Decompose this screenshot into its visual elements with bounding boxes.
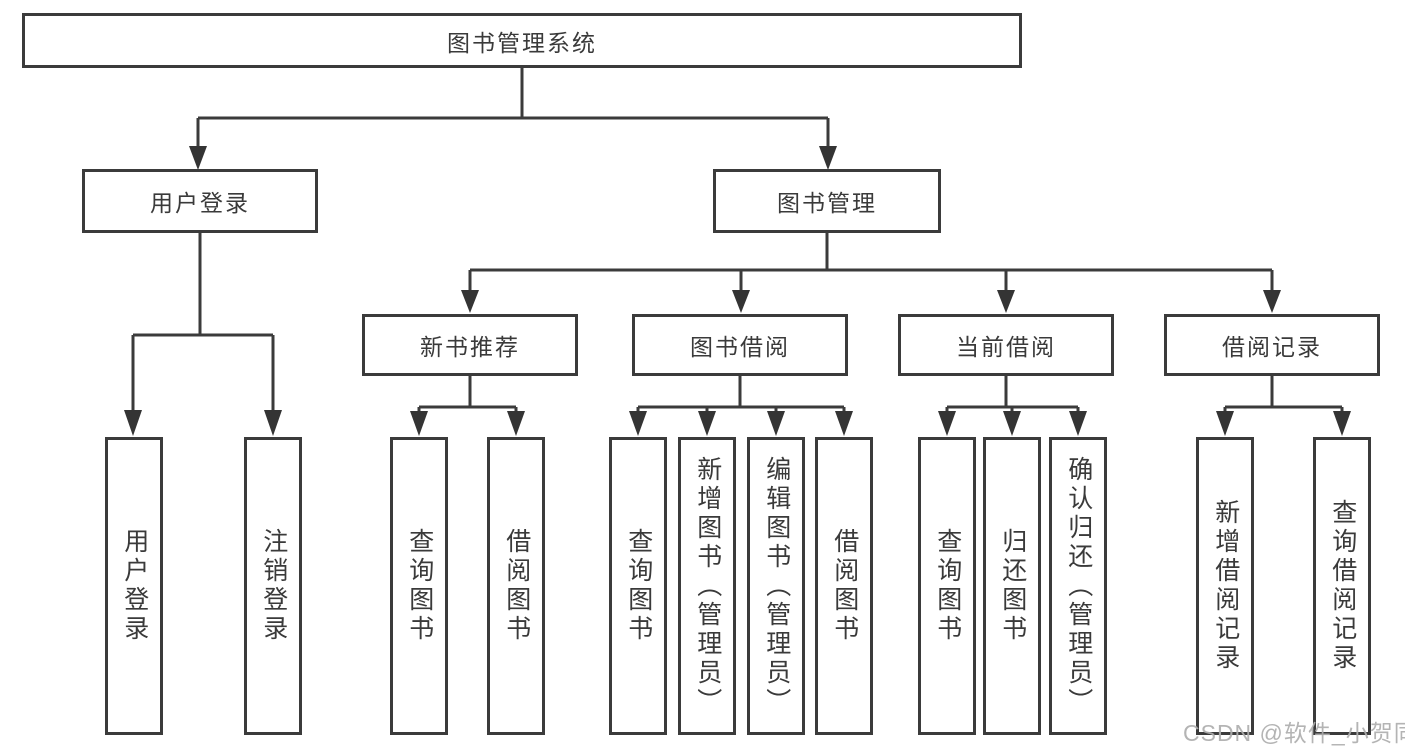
arrowhead [264,410,282,436]
arrowhead [507,411,525,436]
node-label: 图书管理 [777,190,877,216]
arrowhead [189,146,207,170]
node-library-management-system: 图书管理系统 [22,13,1022,68]
watermark: CSDN @软件_小贺同学 [1183,720,1405,746]
node-label: 查询图书 [405,528,434,644]
leaf-add-borrow-record: 新增借阅记录 [1196,437,1254,735]
arrowhead [1003,411,1021,436]
node-label: 借阅图书 [502,528,531,644]
arrowhead [1333,411,1351,436]
leaf-return-books: 归还图书 [983,437,1041,735]
arrowhead [1216,411,1234,436]
connector-book-management-split [468,233,1274,290]
leaf-user-login: 用户登录 [105,437,163,735]
node-current-borrowing: 当前借阅 [898,314,1114,376]
arrowhead [410,411,428,436]
node-label: 图书管理系统 [447,29,597,56]
node-book-management: 图书管理 [713,169,941,233]
leaf-confirm-return-admin: 确认归还（管理员） [1049,437,1107,735]
node-label: 用户登录 [120,528,149,644]
node-label: 查询图书 [624,528,653,644]
node-label: 新增图书（管理员） [693,455,722,717]
arrowhead [835,411,853,436]
connector-new-book-split [417,376,518,412]
node-label: 查询借阅记录 [1328,499,1357,673]
node-label: 归还图书 [998,528,1027,644]
connector-current-borrow-split [945,376,1080,412]
leaf-edit-book-admin: 编辑图书（管理员） [747,437,805,735]
leaf-borrow-books: 借阅图书 [815,437,873,735]
connector-root-split [196,66,830,147]
leaf-query-books-current: 查询图书 [918,437,976,735]
leaf-query-borrow-record: 查询借阅记录 [1313,437,1371,735]
node-label: 查询图书 [933,528,962,644]
leaf-query-books-borrow: 查询图书 [609,437,667,735]
node-new-book-recommendation: 新书推荐 [362,314,578,376]
node-label: 借阅记录 [1222,334,1322,360]
connector-user-login-split [131,233,275,410]
node-label: 图书借阅 [690,334,790,360]
arrowhead [767,411,785,436]
node-label: 注销登录 [259,528,288,644]
node-label: 确认归还（管理员） [1064,455,1093,717]
leaf-query-books-recommend: 查询图书 [390,437,448,735]
node-user-login: 用户登录 [82,169,318,233]
node-label: 借阅图书 [830,528,859,644]
connector-borrow-records-split [1223,376,1344,412]
arrowhead [732,290,750,313]
leaf-logout: 注销登录 [244,437,302,735]
arrowhead [629,411,647,436]
arrowhead [698,411,716,436]
connector-book-borrow-split [636,376,846,412]
node-label: 新增借阅记录 [1211,499,1240,673]
node-book-borrowing: 图书借阅 [632,314,848,376]
arrowhead [938,411,956,436]
node-label: 新书推荐 [420,334,520,360]
arrowhead [461,290,479,313]
arrowhead [1263,290,1281,313]
arrowhead [124,410,142,436]
node-borrowing-records: 借阅记录 [1164,314,1380,376]
arrowhead [997,290,1015,313]
arrowhead [819,146,837,170]
node-label: 用户登录 [150,190,250,216]
node-label: 编辑图书（管理员） [762,455,791,717]
arrowheads [124,146,1351,436]
arrowhead [1069,411,1087,436]
node-label: 当前借阅 [956,334,1056,360]
leaf-borrow-books-recommend: 借阅图书 [487,437,545,735]
leaf-add-book-admin: 新增图书（管理员） [678,437,736,735]
